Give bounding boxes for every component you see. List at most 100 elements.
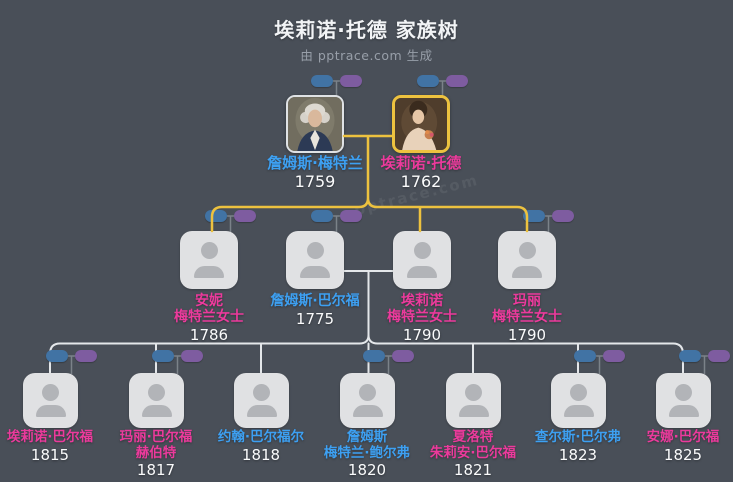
avatar-placeholder-icon	[446, 373, 501, 428]
person-year: 1820	[347, 461, 387, 479]
father-mini-node[interactable]	[311, 75, 333, 87]
node-mary-balfour-herbert[interactable]	[129, 373, 184, 428]
header: 埃莉诺·托德 家族树 由 pptrace.com 生成	[0, 18, 733, 64]
label-anne-maitland: 安妮 梅特兰女士 1786	[149, 293, 269, 344]
avatar-placeholder-icon	[551, 373, 606, 428]
person-name: 安娜·巴尔福	[646, 429, 720, 445]
avatar-placeholder-icon	[498, 231, 556, 289]
person-name: 安妮	[195, 293, 223, 309]
parents-mini-nodes	[363, 350, 414, 362]
person-year: 1817	[136, 461, 176, 479]
father-mini-node[interactable]	[679, 350, 701, 362]
avatar-placeholder-icon	[286, 231, 344, 289]
person-year: 1790	[402, 326, 442, 344]
label-charles-balfour: 查尔斯·巴尔弗 1823	[526, 429, 630, 464]
avatar-placeholder-icon	[180, 231, 238, 289]
label-eleanor-todd: 埃莉诺·托德 1762	[356, 154, 486, 192]
father-mini-node[interactable]	[46, 350, 68, 362]
person-name: 约翰·巴尔福尔	[217, 429, 305, 445]
person-name: 查尔斯·巴尔弗	[534, 429, 622, 445]
node-anna-balfour[interactable]	[656, 373, 711, 428]
avatar-placeholder-icon	[23, 373, 78, 428]
mother-mini-node[interactable]	[392, 350, 414, 362]
avatar-placeholder-icon	[340, 373, 395, 428]
person-year: 1762	[400, 172, 442, 191]
mother-mini-node[interactable]	[340, 210, 362, 222]
portrait-frame	[286, 95, 344, 153]
label-eleanor-balfour: 埃莉诺·巴尔福 1815	[0, 429, 102, 464]
person-name: 詹姆斯	[346, 429, 388, 445]
mother-mini-node[interactable]	[552, 210, 574, 222]
father-mini-node[interactable]	[574, 350, 596, 362]
mother-mini-node[interactable]	[234, 210, 256, 222]
node-john-balfour[interactable]	[234, 373, 289, 428]
node-james-maitland-balfour[interactable]	[340, 373, 395, 428]
label-john-balfour: 约翰·巴尔福尔 1818	[209, 429, 313, 464]
label-james-balfour: 詹姆斯·巴尔福 1775	[255, 293, 375, 328]
node-james-maitland[interactable]	[286, 95, 344, 153]
person-year: 1823	[558, 445, 598, 464]
person-name: 玛丽	[513, 293, 541, 309]
parents-mini-nodes	[46, 350, 97, 362]
label-charlotte-julian-balfour: 夏洛特 朱莉安·巴尔福 1821	[421, 429, 525, 479]
label-eleanor-maitland: 埃莉诺 梅特兰女士 1790	[362, 293, 482, 344]
father-mini-node[interactable]	[311, 210, 333, 222]
avatar-placeholder-icon	[129, 373, 184, 428]
node-eleanor-balfour[interactable]	[23, 373, 78, 428]
james-maitland-painting	[288, 97, 342, 151]
father-mini-node[interactable]	[363, 350, 385, 362]
node-eleanor-todd[interactable]	[392, 95, 450, 153]
node-eleanor-maitland[interactable]	[393, 231, 451, 289]
label-james-maitland-balfour: 詹姆斯 梅特兰·鲍尔弗 1820	[315, 429, 419, 479]
person-year: 1786	[189, 326, 229, 344]
person-name: 埃莉诺·托德	[380, 154, 462, 172]
person-name: 夏洛特	[452, 429, 494, 445]
node-james-balfour[interactable]	[286, 231, 344, 289]
person-name-line2: 梅特兰女士	[174, 309, 244, 325]
father-mini-node[interactable]	[152, 350, 174, 362]
eleanor-todd-painting	[395, 98, 447, 150]
avatar-placeholder-icon	[656, 373, 711, 428]
node-charlotte-julian-balfour[interactable]	[446, 373, 501, 428]
mother-mini-node[interactable]	[603, 350, 625, 362]
label-mary-balfour-herbert: 玛丽·巴尔福 赫伯特 1817	[104, 429, 208, 479]
avatar-placeholder-icon	[393, 231, 451, 289]
person-name: 埃莉诺	[401, 293, 443, 309]
parents-mini-nodes	[311, 210, 362, 222]
person-year: 1775	[295, 310, 335, 328]
person-name-line2: 朱莉安·巴尔福	[429, 444, 517, 461]
node-charles-balfour[interactable]	[551, 373, 606, 428]
mother-mini-node[interactable]	[446, 75, 468, 87]
person-name: 玛丽·巴尔福	[119, 429, 193, 445]
node-anne-maitland[interactable]	[180, 231, 238, 289]
parents-mini-nodes	[679, 350, 730, 362]
mother-mini-node[interactable]	[708, 350, 730, 362]
person-year: 1815	[30, 445, 70, 464]
avatar-placeholder-icon	[234, 373, 289, 428]
person-year: 1821	[453, 461, 493, 479]
person-year: 1790	[507, 326, 547, 344]
page-subtitle: 由 pptrace.com 生成	[300, 48, 433, 63]
parents-mini-nodes	[523, 210, 574, 222]
person-name: 埃莉诺·巴尔福	[6, 429, 94, 445]
parents-mini-nodes	[311, 75, 362, 87]
person-name-line2: 梅特兰·鲍尔弗	[323, 444, 411, 461]
node-mary-maitland[interactable]	[498, 231, 556, 289]
person-name: 詹姆斯·巴尔福	[270, 293, 360, 309]
person-year: 1825	[663, 445, 703, 464]
father-mini-node[interactable]	[205, 210, 227, 222]
father-mini-node[interactable]	[523, 210, 545, 222]
father-mini-node[interactable]	[417, 75, 439, 87]
mother-mini-node[interactable]	[75, 350, 97, 362]
person-year: 1818	[241, 445, 281, 464]
parents-mini-nodes	[417, 75, 468, 87]
person-name-line2: 梅特兰女士	[492, 309, 562, 325]
mother-mini-node[interactable]	[181, 350, 203, 362]
page-title: 埃莉诺·托德 家族树	[274, 18, 459, 42]
parents-mini-nodes	[205, 210, 256, 222]
label-anna-balfour: 安娜·巴尔福 1825	[631, 429, 733, 464]
person-name-line2: 梅特兰女士	[387, 309, 457, 325]
mother-mini-node[interactable]	[340, 75, 362, 87]
parents-mini-nodes	[152, 350, 203, 362]
